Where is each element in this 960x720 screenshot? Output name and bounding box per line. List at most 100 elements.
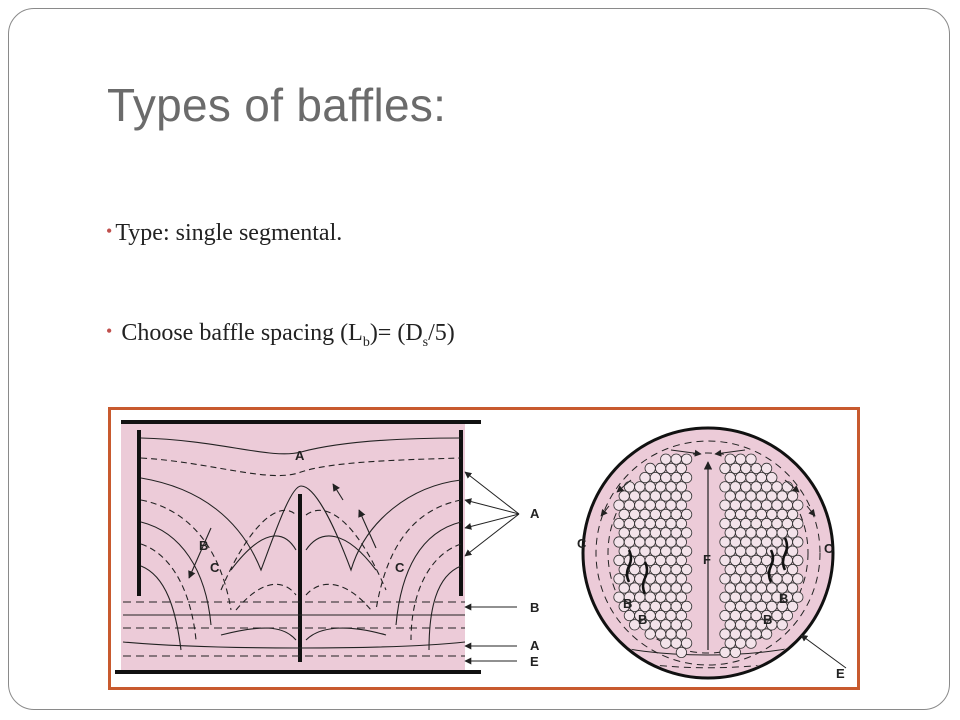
tube xyxy=(649,471,662,484)
tube xyxy=(734,490,747,502)
tube xyxy=(734,471,747,484)
tube xyxy=(675,462,688,475)
tube xyxy=(649,527,662,539)
tube xyxy=(724,619,736,631)
tube xyxy=(628,582,641,594)
label-c-cross-right: C xyxy=(824,541,834,556)
tube xyxy=(745,619,757,631)
tube xyxy=(724,545,736,557)
tube xyxy=(680,600,693,612)
tube xyxy=(766,490,778,502)
spacing-suffix: /5) xyxy=(428,320,455,346)
tube xyxy=(719,646,731,658)
tube xyxy=(613,573,625,585)
tube xyxy=(766,471,778,484)
tube xyxy=(734,527,747,539)
tube xyxy=(771,481,783,493)
tube xyxy=(755,564,768,576)
tube xyxy=(729,554,742,566)
tube xyxy=(618,527,630,539)
spacing-prefix: Choose baffle spacing (L xyxy=(121,320,363,346)
tube xyxy=(745,527,757,539)
tube xyxy=(675,628,688,640)
label-a-baffles: A xyxy=(530,506,540,521)
tube xyxy=(670,471,682,484)
tube xyxy=(719,481,731,493)
tube xyxy=(729,573,742,585)
tube xyxy=(724,582,736,594)
tube xyxy=(734,545,747,557)
tube xyxy=(729,462,742,475)
longitudinal-section: A B C C A B A E xyxy=(115,420,540,674)
tube xyxy=(781,610,794,622)
tube xyxy=(628,527,641,539)
tube xyxy=(649,582,662,594)
tube xyxy=(760,536,773,548)
label-c-cross-left: C xyxy=(577,536,587,551)
bullet-baffle-type: •Type: single segmental. xyxy=(106,220,342,247)
tube xyxy=(729,481,742,493)
tube xyxy=(639,527,651,539)
tube xyxy=(745,453,757,465)
tube xyxy=(644,499,656,511)
label-c-left: C xyxy=(210,560,220,575)
tube xyxy=(665,462,677,475)
flow-lines xyxy=(122,437,466,657)
tube xyxy=(670,453,682,465)
tube xyxy=(719,518,731,530)
tube xyxy=(734,508,747,521)
tube xyxy=(680,564,693,576)
label-b-cross-3: B xyxy=(779,591,788,606)
tube xyxy=(660,582,672,594)
tube xyxy=(680,471,693,484)
tube xyxy=(719,554,731,566)
tube xyxy=(729,591,742,603)
tube xyxy=(755,490,768,502)
bullet-baffle-spacing: • Choose baffle spacing (Lb)= (Ds/5) xyxy=(106,320,455,351)
tube xyxy=(623,481,636,493)
tube xyxy=(745,471,757,484)
tube xyxy=(750,518,762,530)
tube xyxy=(670,637,682,649)
tube xyxy=(644,591,656,603)
tube xyxy=(639,471,651,484)
tube xyxy=(740,610,752,622)
cross-arrows xyxy=(600,449,847,669)
baffle-flow-diagram: A B C C A B A E xyxy=(115,420,847,681)
tube xyxy=(675,499,688,511)
tube xyxy=(675,646,688,658)
tube xyxy=(740,536,752,548)
tube xyxy=(766,508,778,521)
label-b-left: B xyxy=(199,538,208,553)
tube xyxy=(618,508,630,521)
tube xyxy=(623,499,636,511)
cross-section: C C F B B B B E xyxy=(577,426,847,681)
tube xyxy=(654,554,667,566)
tube xyxy=(623,610,636,622)
tube xyxy=(680,490,693,502)
label-b-cross-4: B xyxy=(763,612,772,627)
spacing-sub-s: s xyxy=(422,334,429,350)
tube xyxy=(618,545,630,557)
tube xyxy=(755,582,768,594)
tube xyxy=(639,600,651,612)
slide-title: Types of baffles: xyxy=(107,79,447,131)
tube xyxy=(781,573,794,585)
spacing-sub-b: b xyxy=(362,334,370,350)
bullet-icon: • xyxy=(106,221,113,241)
tube xyxy=(670,490,682,502)
tube xyxy=(623,573,636,585)
tube xyxy=(634,518,646,530)
tube xyxy=(745,490,757,502)
tube xyxy=(675,518,688,530)
tube xyxy=(766,600,778,612)
tube xyxy=(634,499,646,511)
tube xyxy=(670,564,682,576)
tube xyxy=(760,518,773,530)
tube xyxy=(719,610,731,622)
tube xyxy=(719,499,731,511)
tube xyxy=(760,481,773,493)
tube xyxy=(628,490,641,502)
tube xyxy=(660,453,672,465)
label-b-leakage: B xyxy=(530,600,539,615)
